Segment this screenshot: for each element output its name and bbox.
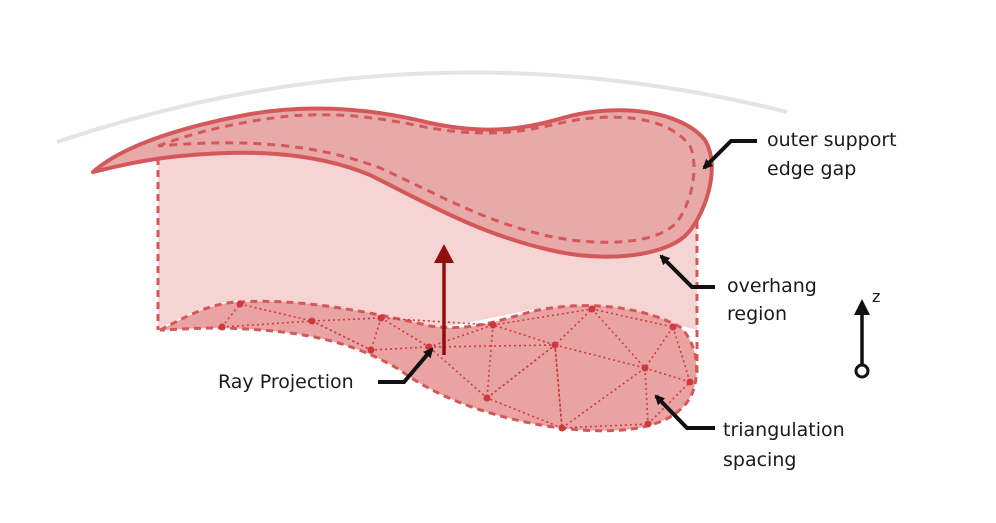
triangulation-arrow <box>654 394 715 430</box>
triangulation-label-line2: spacing <box>723 449 796 471</box>
overhang-arrow <box>659 254 715 289</box>
mesh-point <box>218 323 226 331</box>
overhang-label-line1: overhang <box>727 275 817 297</box>
overhang-shape <box>91 106 714 259</box>
z-axis-indicator: z <box>854 287 880 379</box>
mesh-point <box>489 321 497 329</box>
mesh-point <box>367 346 375 354</box>
mesh-point <box>377 314 385 322</box>
ray-projection-arrow <box>434 244 454 355</box>
overhang-label-line2: region <box>727 303 787 325</box>
triangulation-label-line1: triangulation <box>723 419 845 441</box>
mesh-point <box>308 317 316 325</box>
outer-support-label-line1: outer support <box>767 129 897 151</box>
z-axis-label: z <box>872 287 880 306</box>
projection-wall <box>158 147 697 330</box>
mesh-point <box>588 305 596 313</box>
mesh-point <box>644 420 652 428</box>
overhang-label: overhang region <box>727 275 823 325</box>
callout-arrows <box>378 139 757 430</box>
mesh-point <box>558 424 566 432</box>
ray-projection-label: Ray Projection <box>218 371 354 393</box>
mesh-point <box>236 300 244 308</box>
outer-support-label-line2: edge gap <box>767 158 856 180</box>
mesh-point <box>669 323 677 331</box>
triangulation-label: triangulation spacing <box>723 419 851 471</box>
support-edge-gap-outline <box>157 113 696 244</box>
outer-support-arrow <box>702 139 757 170</box>
footprint-shape <box>159 299 699 433</box>
mesh-point <box>641 364 649 372</box>
outer-support-label: outer support edge gap <box>767 129 903 180</box>
horizon-curve <box>56 70 788 144</box>
mesh-point <box>686 378 694 386</box>
ray-projection-callout-arrow <box>378 347 434 384</box>
mesh-point <box>483 394 491 402</box>
mesh-point <box>551 341 559 349</box>
